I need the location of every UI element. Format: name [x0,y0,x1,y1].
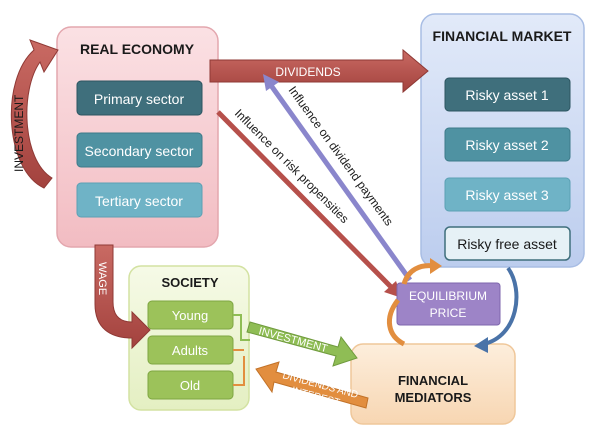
financial-mediators-title-2: MEDIATORS [395,390,472,405]
financial-mediators-box [350,343,516,425]
asset-3 [444,177,571,212]
investment-left-label: INVESTMENT [12,94,26,172]
sector-primary-label: Primary sector [94,91,185,107]
society-young-label: Young [172,308,208,323]
real-economy-title: REAL ECONOMY [80,41,195,57]
influence-risk-label: Influence on risk propensities [232,106,352,226]
sector-tertiary-label: Tertiary sector [95,193,183,209]
investment-society-arrow [246,321,358,367]
dividends-label: DIVIDENDS [275,65,340,79]
equilibrium-price-line2: PRICE [430,306,467,320]
sector-secondary-label: Secondary sector [85,143,194,159]
equilibrium-orange-arrow-top [401,263,435,285]
market-to-mediators-arrowhead [474,337,488,353]
society-old-label: Old [180,378,200,393]
financial-mediators-title-1: FINANCIAL [398,373,468,388]
society-title: SOCIETY [161,275,218,290]
equilibrium-price-line1: EQUILIBRIUM [409,289,487,303]
asset-1-label: Risky asset 1 [465,87,548,103]
asset-1 [444,77,571,112]
wage-label: WAGE [96,262,108,295]
financial-market-title: FINANCIAL MARKET [433,28,572,44]
equilibrium-orange-arrowhead-top [430,258,442,274]
investment-society-label: INVESTMENT [257,325,329,355]
market-to-mediators-arrow [483,266,519,346]
influence-risk-line [216,110,396,292]
dividends-interest-arrow [255,361,369,409]
asset-2 [444,127,571,162]
equilibrium-orange-arrow-bottom [387,298,406,347]
influence-dividend-arrowhead [263,74,279,91]
asset-3-label: Risky asset 3 [465,187,548,203]
asset-2-label: Risky asset 2 [465,137,548,153]
society-adults-label: Adults [172,343,209,358]
asset-free-label: Risky free asset [457,236,557,252]
influence-dividend-line [267,82,413,282]
asset-free [444,226,571,261]
society-connector-old [233,356,245,386]
wage-arrow [94,244,151,350]
sector-primary [76,80,203,116]
sector-secondary [76,132,203,168]
sector-tertiary [76,182,203,218]
investment-left-arrow [10,39,59,189]
society-connector-young [233,314,250,341]
